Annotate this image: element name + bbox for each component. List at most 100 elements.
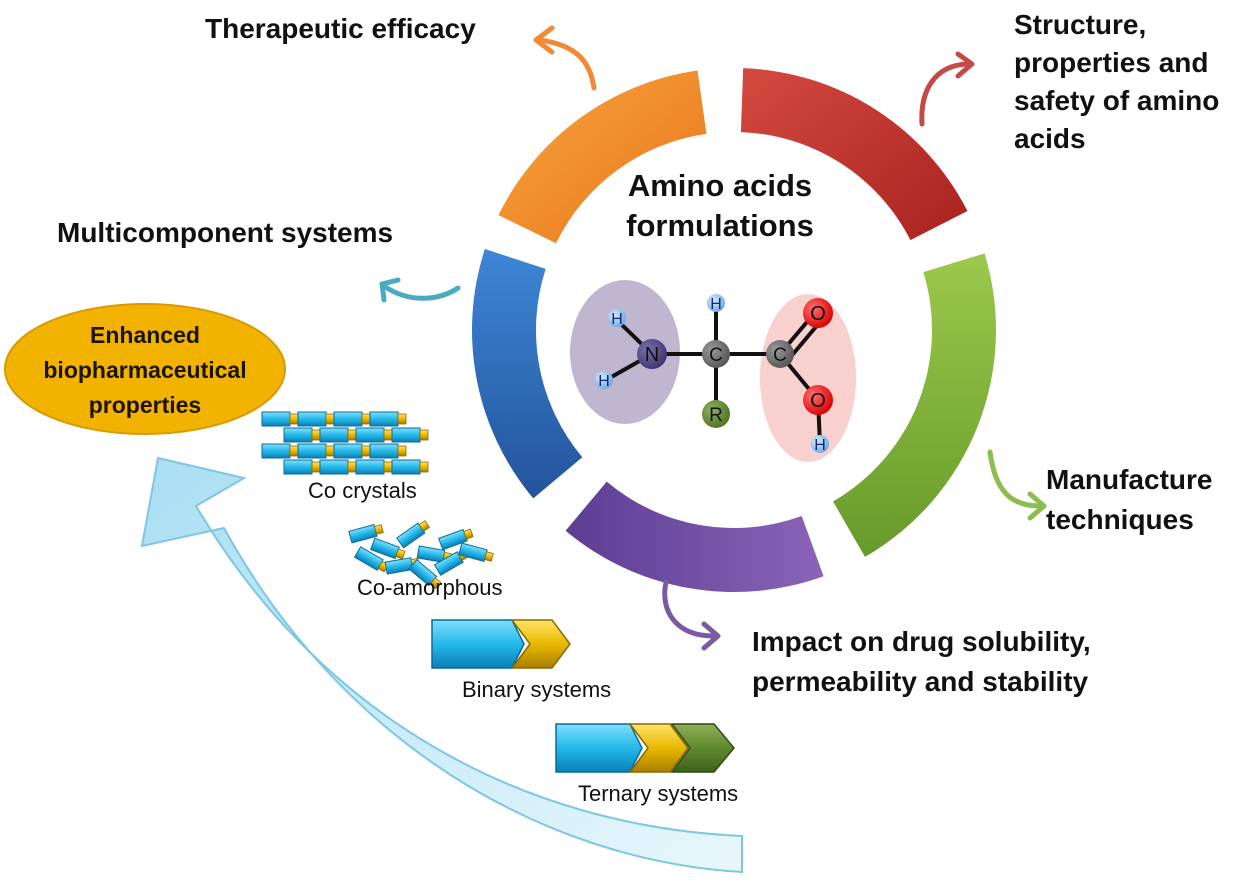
atom-h-n2: [595, 371, 613, 389]
amorphous-block: [348, 523, 384, 544]
label-co-crystals: Co crystals: [308, 478, 417, 503]
ternary-block-1: [555, 723, 643, 773]
amine-group-highlight: [570, 280, 680, 424]
atom-h-c-label: H: [710, 296, 722, 313]
arrow-therapeutic: [533, 25, 597, 91]
crystal-brick: [319, 427, 349, 443]
ring-segment-multicomponent: [471, 249, 583, 499]
crystal-link: [347, 429, 357, 441]
outcome-line-2: biopharmaceutical: [43, 357, 247, 383]
crystal-link: [397, 445, 407, 457]
amorphous-block: [370, 537, 406, 560]
amorphous-block: [438, 528, 474, 551]
crystal-link: [383, 461, 393, 473]
center-title: Amino acids formulations: [585, 166, 855, 246]
crystal-brick: [355, 459, 385, 475]
label-co-amorphous: Co-amorphous: [357, 575, 503, 600]
atom-c-carboxyl-label: C: [773, 345, 787, 366]
atom-o-double-label: O: [810, 303, 826, 325]
co-crystals-icon: [261, 411, 429, 475]
crystal-brick: [391, 459, 421, 475]
crystal-link: [361, 445, 371, 457]
carboxyl-group-highlight: [760, 294, 856, 462]
crystal-brick: [355, 427, 385, 443]
binary-systems-icon: [431, 619, 571, 669]
atom-o-hydroxyl: [803, 385, 833, 415]
ternary-chevron-3: [670, 723, 735, 773]
crystal-link: [419, 429, 429, 441]
label-therapeutic-efficacy: Therapeutic efficacy: [205, 13, 476, 44]
label-multicomponent-systems: Multicomponent systems: [57, 217, 394, 248]
label-structure-line-3: safety of amino: [1014, 85, 1220, 116]
amorphous-block: [396, 520, 431, 549]
label-ternary-systems: Ternary systems: [578, 781, 739, 806]
atom-c-alpha-label: C: [709, 345, 723, 366]
crystal-link: [289, 445, 299, 457]
binary-chevron-2: [510, 619, 571, 669]
crystal-brick: [391, 427, 421, 443]
atom-n-label: N: [645, 344, 659, 366]
label-structure-line-4: acids: [1014, 123, 1086, 154]
atom-n: [637, 339, 667, 369]
ring-segment-manufacture: [833, 253, 996, 557]
atom-r: [702, 400, 730, 428]
crystal-link: [361, 413, 371, 425]
label-manufacture-line-1: Manufacture: [1046, 464, 1213, 495]
crystal-link: [383, 429, 393, 441]
outcome-line-3: properties: [88, 392, 202, 418]
atom-o-hydroxyl-label: O: [810, 390, 826, 412]
crystal-brick: [297, 443, 327, 459]
label-manufacture-techniques: Manufacture techniques: [1046, 460, 1212, 540]
atom-h-n1: [608, 309, 626, 327]
crystal-brick: [261, 443, 291, 459]
crystal-link: [419, 461, 429, 473]
ring-segment-structure: [740, 68, 968, 241]
label-impact-line-1: Impact on drug solubility,: [752, 626, 1091, 657]
crystal-brick: [319, 459, 349, 475]
amorphous-block: [458, 542, 494, 563]
amorphous-block: [408, 558, 442, 590]
arrow-multicomponent: [379, 277, 461, 303]
crystal-link: [325, 413, 335, 425]
atom-c-carboxyl: [766, 340, 794, 368]
ring-segment-therapeutic: [498, 70, 707, 244]
atom-h-o: [811, 435, 829, 453]
arrow-structure: [919, 51, 975, 127]
amorphous-block: [416, 545, 452, 563]
arrow-manufacture: [987, 449, 1047, 521]
crystal-brick: [369, 411, 399, 427]
crystal-link: [289, 413, 299, 425]
atom-h-o-label: H: [814, 437, 826, 454]
ternary-systems-icon: [555, 723, 735, 773]
crystal-brick: [297, 411, 327, 427]
atom-h-n2-label: H: [598, 373, 610, 390]
center-title-line-2: formulations: [626, 208, 814, 243]
atom-h-c: [707, 294, 725, 312]
crystal-brick: [369, 443, 399, 459]
crystal-brick: [333, 443, 363, 459]
label-impact-drug-solubility: Impact on drug solubility, permeability …: [752, 622, 1091, 702]
arrow-impact: [662, 579, 721, 651]
atom-h-n1-label: H: [611, 311, 623, 328]
progression-arrow-body: [140, 456, 743, 874]
crystal-link: [397, 413, 407, 425]
atom-r-label: R: [709, 405, 723, 426]
ring-segment-impact: [565, 481, 824, 592]
label-impact-line-2: permeability and stability: [752, 666, 1089, 697]
crystal-link: [347, 461, 357, 473]
ternary-chevron-2: [628, 723, 689, 773]
label-structure-properties-safety: Structure, properties and safety of amin…: [1014, 6, 1219, 158]
crystal-brick: [283, 459, 313, 475]
binary-block-1: [431, 619, 525, 669]
co-amorphous-icon: [348, 520, 494, 590]
crystal-link: [325, 445, 335, 457]
label-binary-systems: Binary systems: [462, 677, 612, 702]
connector-arrows: [379, 25, 1047, 651]
label-structure-line-1: Structure,: [1014, 9, 1147, 40]
molecule-atoms: H H N H C R C O O H: [595, 294, 833, 454]
crystal-brick: [283, 427, 313, 443]
crystal-link: [311, 429, 321, 441]
crystal-link: [311, 461, 321, 473]
label-manufacture-line-2: techniques: [1046, 504, 1194, 535]
